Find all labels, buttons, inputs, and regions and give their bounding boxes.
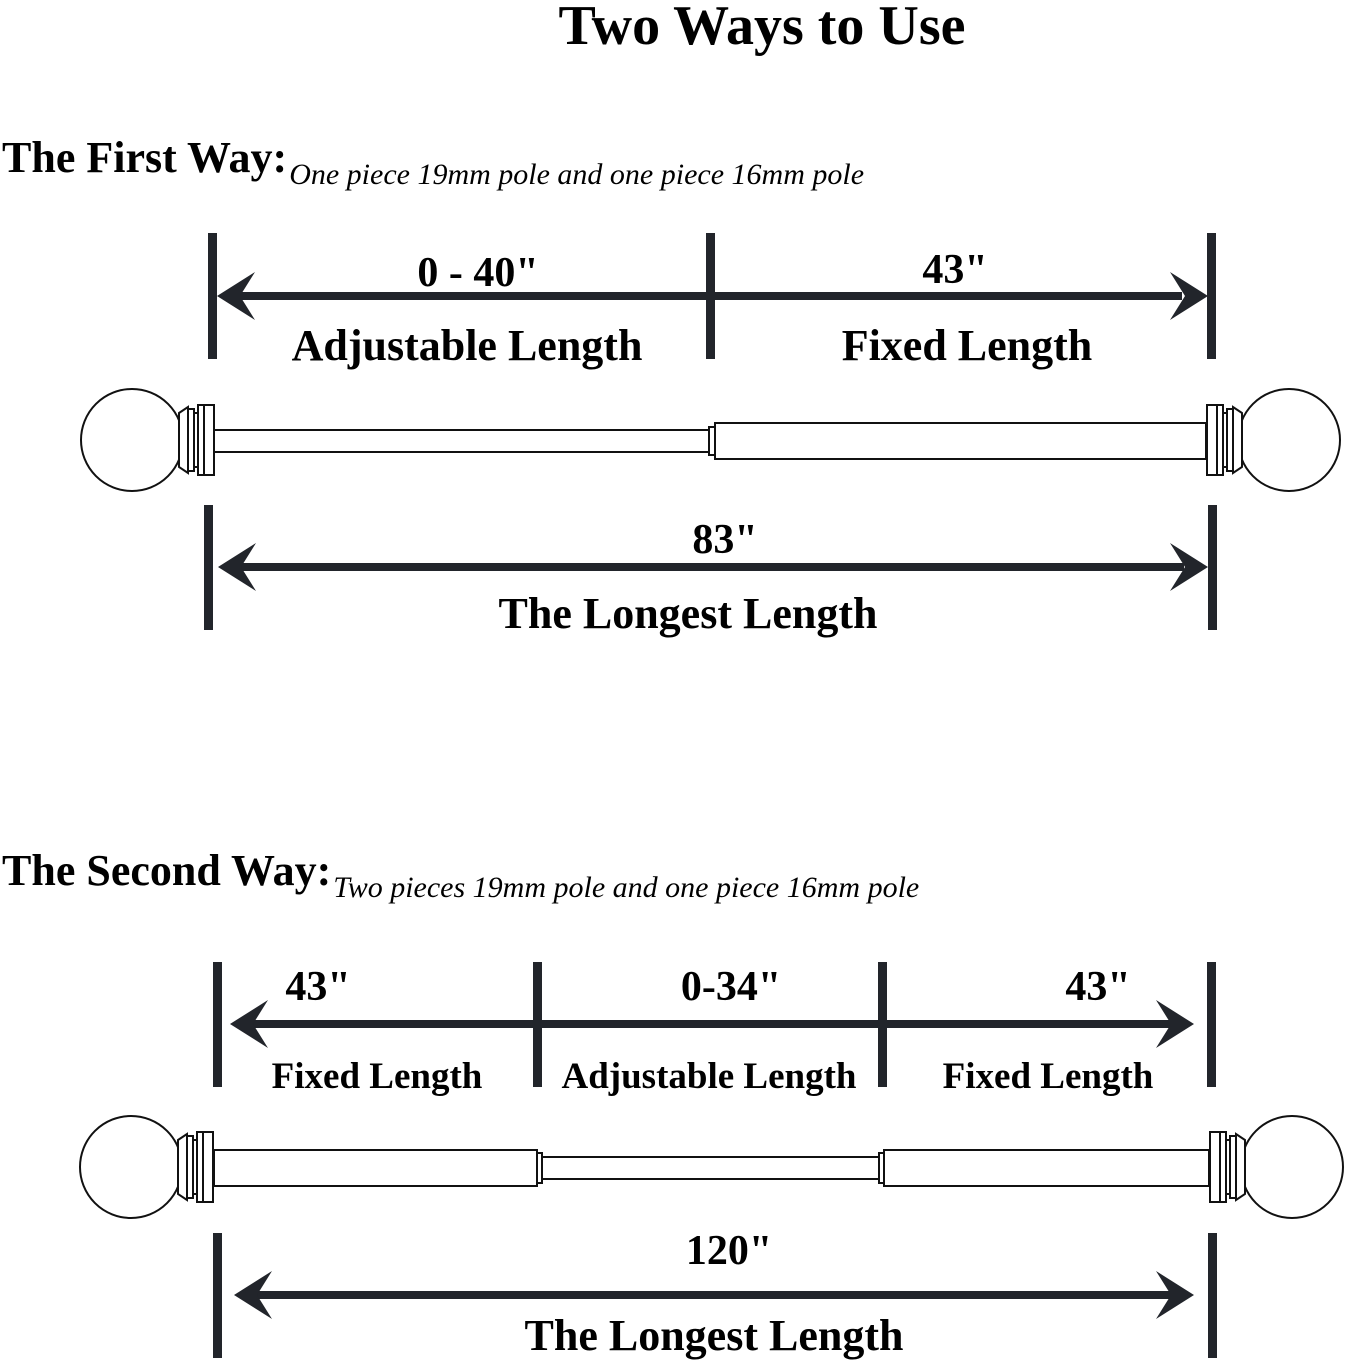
second-way-thick-pole-right	[883, 1149, 1210, 1187]
second-way-fixed-left-label: Fixed Length	[272, 1056, 483, 1097]
second-way-arrow-line	[248, 1020, 1172, 1028]
first-way-fixed-value: 43"	[922, 247, 987, 293]
first-way-arrow-line	[232, 292, 1182, 300]
second-way-total-arrowhead-left	[234, 1271, 272, 1319]
second-way-total-arrowhead-right	[1156, 1271, 1194, 1319]
first-way-total-tick-left	[204, 505, 213, 630]
second-way-adjustable-value: 0-34"	[681, 964, 781, 1010]
first-way-description: One piece 19mm pole and one piece 16mm p…	[289, 158, 864, 191]
second-way-tick-left	[213, 962, 222, 1087]
second-way-tick-right	[1207, 962, 1216, 1087]
first-way-total-label: The Longest Length	[499, 589, 878, 638]
second-way-total-label: The Longest Length	[525, 1311, 904, 1360]
first-way-thick-pole	[714, 422, 1207, 460]
second-way-total-value: 120"	[686, 1228, 772, 1274]
second-way-fixed-left-value: 43"	[285, 964, 350, 1010]
second-way-curtain-rod	[79, 1115, 1344, 1219]
second-way-total-tick-left	[213, 1233, 222, 1358]
second-way-heading: The Second Way:	[2, 846, 331, 895]
second-way-description: Two pieces 19mm pole and one piece 16mm …	[333, 871, 919, 904]
second-way-fixed-right-value: 43"	[1065, 964, 1130, 1010]
first-way-total-arrowhead-left	[218, 543, 256, 591]
first-way-adjustable-label: Adjustable Length	[292, 321, 643, 370]
first-way-arrowhead-right	[1170, 272, 1208, 320]
first-way-adjustable-value: 0 - 40"	[417, 250, 538, 296]
second-way-thin-pole	[541, 1156, 880, 1180]
second-way-thick-pole-left	[213, 1149, 538, 1187]
first-way-thin-pole	[213, 429, 710, 453]
page-title: Two Ways to Use	[558, 0, 965, 57]
second-way-total-arrow-line	[252, 1291, 1172, 1299]
second-way-total-tick-right	[1208, 1233, 1217, 1358]
first-way-arrowhead-left	[217, 272, 255, 320]
first-way-total-arrow-line	[236, 563, 1184, 571]
first-way-heading: The First Way:	[2, 133, 287, 182]
second-way-section: The Second Way:Two pieces 19mm pole and …	[2, 846, 1344, 1360]
second-way-adjustable-label: Adjustable Length	[561, 1056, 856, 1097]
second-way-fixed-right-label: Fixed Length	[943, 1056, 1154, 1097]
first-way-tick-left	[208, 233, 217, 359]
first-way-curtain-rod	[80, 388, 1341, 492]
first-way-fixed-label: Fixed Length	[842, 321, 1093, 370]
first-way-tick-right	[1207, 233, 1216, 359]
second-way-header: The Second Way:Two pieces 19mm pole and …	[2, 846, 919, 904]
second-way-arrowhead-left	[230, 1000, 268, 1048]
first-way-total-arrowhead-right	[1170, 543, 1208, 591]
first-way-total-value: 83"	[692, 517, 757, 563]
first-way-section: The First Way:One piece 19mm pole and on…	[2, 133, 1341, 638]
first-way-total-tick-right	[1208, 505, 1217, 630]
first-way-header: The First Way:One piece 19mm pole and on…	[2, 133, 864, 191]
second-way-arrowhead-right	[1156, 1000, 1194, 1048]
